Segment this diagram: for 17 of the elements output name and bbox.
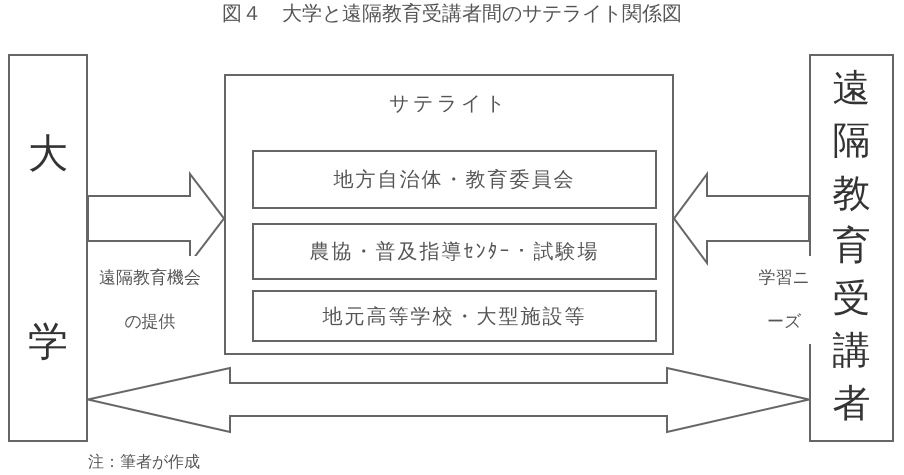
double-block-arrow (87, 366, 810, 434)
box-label: 地方自治体・教育委員会 (334, 166, 576, 193)
block-arrow (672, 170, 810, 266)
process-box (252, 290, 657, 342)
group-box (224, 74, 674, 355)
box-label: 農協・普及指導ｾﾝﾀｰ・試験場 (310, 238, 600, 265)
edge-label: 学習ニーズ (756, 256, 812, 344)
vertical-label: 大学 (28, 130, 68, 367)
vertical-label: 遠隔教育受講者 (832, 65, 870, 427)
process-box (252, 223, 657, 280)
note-text: 注：筆者が作成 (88, 452, 200, 473)
diagram-title: 図４ 大学と遠隔教育受講者間のサテライト関係図 (221, 0, 683, 27)
vertical-text-box (8, 54, 88, 442)
group-heading: サテライト (389, 90, 509, 117)
process-box (252, 150, 657, 209)
vertical-text-box (809, 54, 894, 442)
box-label: 地元高等学校・大型施設等 (322, 302, 586, 330)
